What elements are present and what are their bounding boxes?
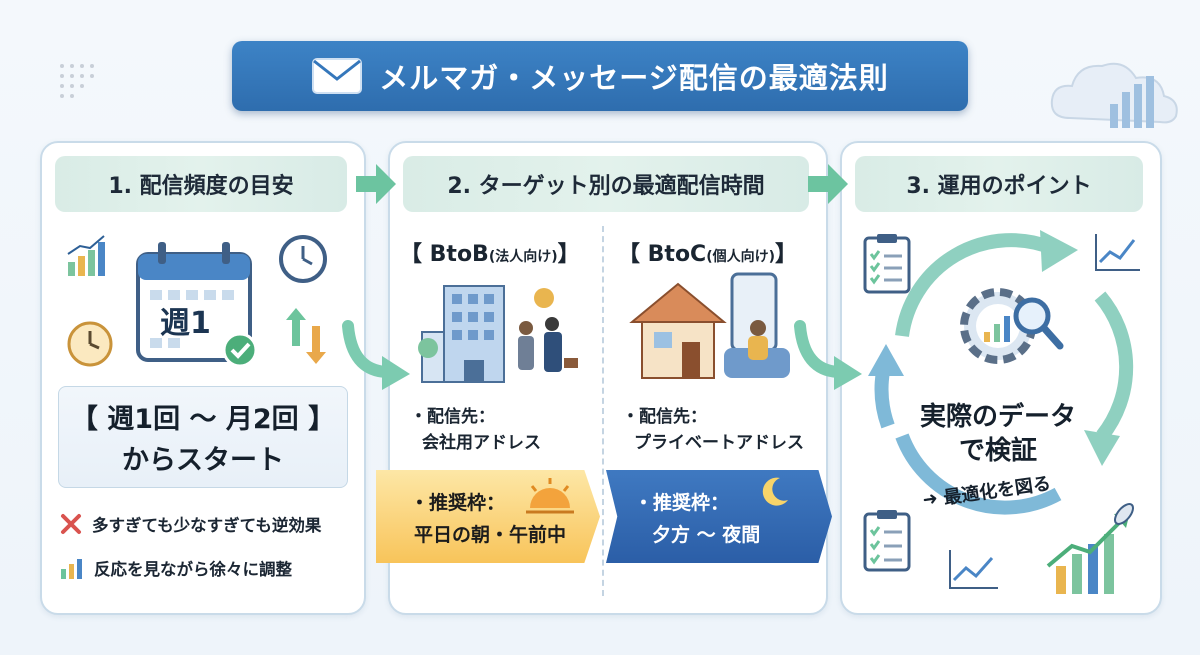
panel2-heading: 2. ターゲット別の最適配信時間 <box>403 156 809 212</box>
center-line2: で検証 <box>958 436 1037 466</box>
btob-slot-band <box>376 470 600 563</box>
btoc-label-end: 】 <box>775 242 798 267</box>
btob-dest-label: ・配信先： <box>410 407 495 427</box>
btob-slot-label: ・推奨枠： <box>410 492 506 514</box>
curved-arrow-icon <box>342 320 410 390</box>
up-down-arrows-icon <box>286 308 326 364</box>
calendar-icon <box>136 242 258 366</box>
segment-divider <box>602 226 604 596</box>
curved-arrow-icon <box>794 320 862 390</box>
line-chart-icon <box>1095 234 1140 271</box>
btob-heading: 【 BtoB(法人向け)】 <box>400 236 580 268</box>
clock-icon <box>279 235 327 283</box>
chart-icon <box>61 559 82 579</box>
panel-frequency <box>40 141 366 615</box>
btob-sublabel: (法人向け) <box>488 249 558 265</box>
panel1-heading: 1. 配信頻度の目安 <box>55 156 347 212</box>
title-banner: メルマガ・メッセージ配信の最適法則 <box>232 41 968 111</box>
btoc-slot-label: ・推奨枠： <box>634 492 730 514</box>
note-text: 多すぎても少なすぎても逆効果 <box>92 516 322 535</box>
cross-icon <box>61 514 81 534</box>
calendar-label: 週1 <box>160 306 211 341</box>
building-icon <box>418 285 578 383</box>
sun-icon <box>526 478 574 514</box>
page-title: メルマガ・メッセージ配信の最適法則 <box>379 61 889 95</box>
btoc-heading: 【 BtoC(個人向け)】 <box>618 236 797 268</box>
arrow-right-icon <box>808 164 848 204</box>
btoc-slot-band <box>606 470 832 563</box>
btoc-dest-label: ・配信先： <box>622 407 707 427</box>
gear-magnifier-icon <box>960 288 1064 364</box>
clock-icon <box>67 321 113 367</box>
note-text: 反応を見ながら徐々に調整 <box>94 560 292 579</box>
arrow-icon: ➜ <box>921 487 940 511</box>
line-chart-icon <box>949 550 998 589</box>
cloud-chart-icon <box>1050 62 1178 128</box>
clipboard-icon <box>863 234 911 294</box>
dots-decoration-icon <box>60 64 94 98</box>
frequency-box: 【 週1回 〜 月2回 】 からスタート <box>58 386 348 488</box>
btoc-slot-value: 夕方 〜 夜間 <box>652 524 761 546</box>
chart-icon <box>67 235 105 276</box>
note-row: 多すぎても少なすぎても逆効果 <box>60 512 321 536</box>
clipboard-icon <box>863 510 911 572</box>
btob-label: 【 BtoB <box>400 242 489 267</box>
arrow-right-icon <box>356 164 396 204</box>
btoc-label: 【 BtoC <box>618 242 707 267</box>
house-icon <box>629 272 790 379</box>
btoc-dest-value: プライベートアドレス <box>634 433 804 453</box>
rocket-growth-icon <box>1046 503 1134 594</box>
center-line1: 実際のデータ <box>919 402 1076 432</box>
note-row: 反応を見ながら徐々に調整 <box>60 556 292 580</box>
frequency-start: からスタート <box>122 445 284 476</box>
envelope-icon <box>312 58 363 94</box>
moon-icon <box>762 477 788 506</box>
btob-dest-value: 会社用アドレス <box>422 433 541 453</box>
cycle-arrows-icon <box>868 230 1134 515</box>
btob-slot-value: 平日の朝・午前中 <box>414 524 567 546</box>
btoc-sublabel: (個人向け) <box>706 249 776 265</box>
btoc-destination: ・配信先： プライベートアドレス <box>622 404 804 456</box>
btob-label-end: 】 <box>557 242 580 267</box>
panel3-heading: 3. 運用のポイント <box>855 156 1143 212</box>
btob-destination: ・配信先： 会社用アドレス <box>410 404 541 456</box>
frequency-range: 【 週1回 〜 月2回 】 <box>70 404 336 435</box>
